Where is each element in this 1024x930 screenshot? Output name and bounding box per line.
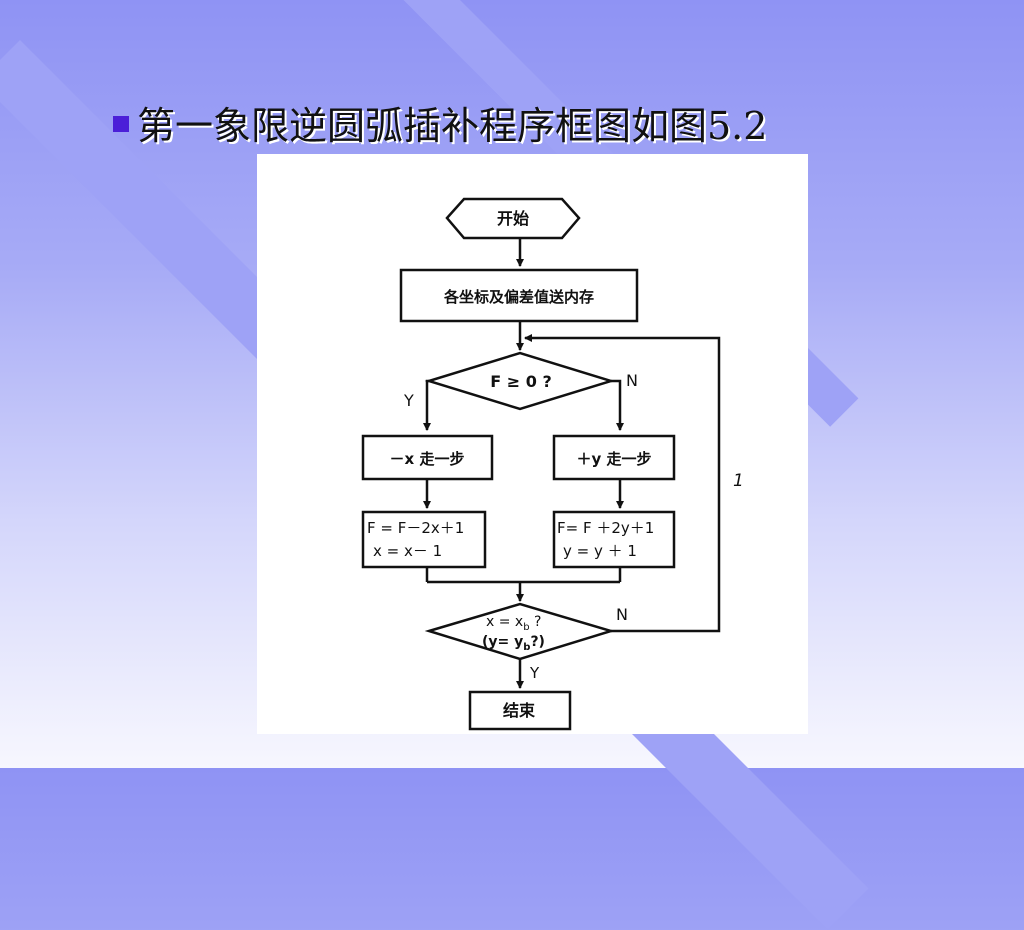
- store-label: 各坐标及偏差值送内存: [443, 288, 594, 306]
- calc-left-box: [361, 510, 487, 569]
- step-right-label: ＋y 走一步: [576, 450, 651, 468]
- flow-arrow: [611, 379, 624, 431]
- calc-left-line2: x = x－ 1: [373, 542, 442, 560]
- flow-arrow: [423, 379, 431, 431]
- flowchart-figure: 开始 各坐标及偏差值送内存 F ≥ 0 ? Y N －x 走一步 ＋y 走一步 …: [257, 154, 808, 734]
- square-bullet-icon: [113, 116, 129, 132]
- step-plus-y-box: [552, 434, 676, 481]
- end-label: 结束: [502, 701, 536, 720]
- slide-title: 第一象限逆圆弧插补程序框图如图5.2: [137, 103, 768, 148]
- flowchart: 开始 各坐标及偏差值送内存 F ≥ 0 ? Y N －x 走一步 ＋y 走一步 …: [361, 197, 744, 731]
- step-left-label: －x 走一步: [390, 450, 465, 468]
- decision1-yes-label: Y: [403, 391, 414, 410]
- calc-right-line2: y = y ＋ 1: [563, 542, 637, 560]
- decision-end-point: [424, 602, 616, 661]
- end-terminal: [468, 690, 572, 731]
- calc-right-line1: F= F ＋2y＋1: [557, 519, 654, 537]
- start-terminal: [445, 197, 581, 240]
- start-label: 开始: [497, 209, 529, 228]
- decision2-label-line2: (y= yb?): [482, 634, 545, 653]
- loop-mark-label: 1: [733, 471, 744, 491]
- decision2-label-line1: x = xb ?: [486, 614, 541, 633]
- decision1-label: F ≥ 0 ?: [490, 372, 551, 391]
- decision2-yes-label: Y: [529, 664, 540, 682]
- loop-back-line: [524, 334, 721, 633]
- decision2-no-label: N: [616, 605, 628, 624]
- calc-left-line1: F = F－2x＋1: [367, 519, 464, 537]
- calc-right-box: [552, 510, 676, 569]
- decision1-no-label: N: [626, 371, 638, 390]
- title-row: 第一象限逆圆弧插补程序框图如图5.2: [113, 94, 767, 150]
